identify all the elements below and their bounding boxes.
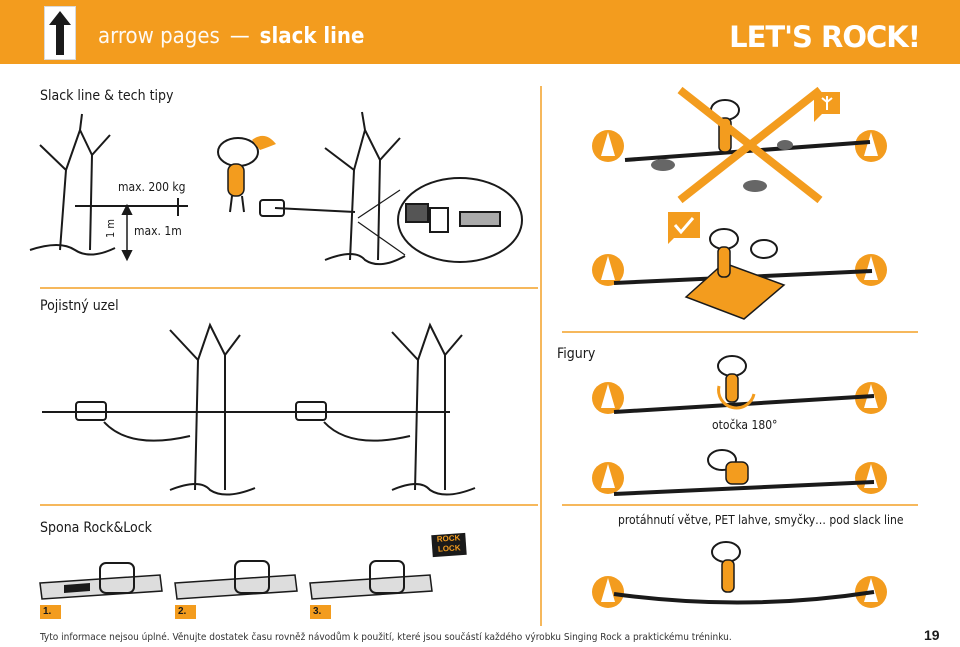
tree-icon — [592, 130, 624, 162]
safety-knot-illustration — [42, 322, 476, 496]
header-dash: — — [229, 24, 250, 49]
header-section: arrow pages — [98, 24, 220, 49]
label-obstacles: protáhnutí větve, PET lahve, smyčky… pod… — [618, 513, 904, 527]
header-topic: slack line — [259, 24, 365, 49]
correct-setup-illustration — [613, 228, 873, 320]
rocklock-logo: ROCK LOCK — [431, 532, 467, 558]
header-title: arrow pages — slack line — [98, 24, 364, 49]
rule-bottom-left — [40, 504, 538, 506]
footer-note: Tyto informace nejsou úplné. Věnujte dos… — [40, 632, 732, 643]
step-3-badge: 3. — [310, 605, 331, 619]
step-1-badge: 1. — [40, 605, 61, 619]
label-max-weight: max. 200 kg — [118, 180, 186, 194]
tree-icon — [592, 462, 624, 494]
section-title-knot: Pojistný uzel — [40, 298, 119, 314]
section-title-tips: Slack line & tech tipy — [40, 88, 174, 104]
rule-top-left — [40, 287, 538, 289]
tree-icon — [855, 130, 887, 162]
up-arrow-icon — [44, 6, 76, 60]
tree-icon — [592, 382, 624, 414]
check-icon — [668, 212, 700, 244]
rule-right-1 — [562, 331, 918, 333]
person-icon — [217, 135, 276, 213]
label-max-height: max. 1m — [134, 224, 182, 238]
tree-icon — [592, 576, 624, 608]
column-divider — [540, 86, 542, 626]
step-2-badge: 2. — [175, 605, 196, 619]
page-header: arrow pages — slack line LET'S ROCK! — [0, 0, 960, 64]
slackline-setup-illustration — [29, 111, 523, 266]
tree-icon — [592, 254, 624, 286]
buckle-step-2 — [174, 560, 298, 600]
brand-logo: LET'S ROCK! — [729, 20, 921, 54]
rule-right-2 — [562, 504, 918, 506]
figure-sit-illustration — [613, 449, 875, 496]
rotate-icon — [717, 385, 756, 410]
figure-walk-illustration — [613, 355, 875, 414]
page-number: 19 — [924, 627, 940, 643]
warning-icon — [814, 92, 840, 122]
section-title-figures: Figury — [557, 346, 596, 362]
figure-walk-2-illustration — [613, 541, 875, 605]
section-title-buckle: Spona Rock&Lock — [40, 520, 152, 536]
cross-icon — [677, 86, 823, 204]
wrong-setup-illustration — [624, 86, 871, 204]
buckle-step-3 — [309, 560, 433, 600]
buckle-step-1 — [39, 562, 163, 600]
label-turn: otočka 180° — [712, 418, 778, 432]
